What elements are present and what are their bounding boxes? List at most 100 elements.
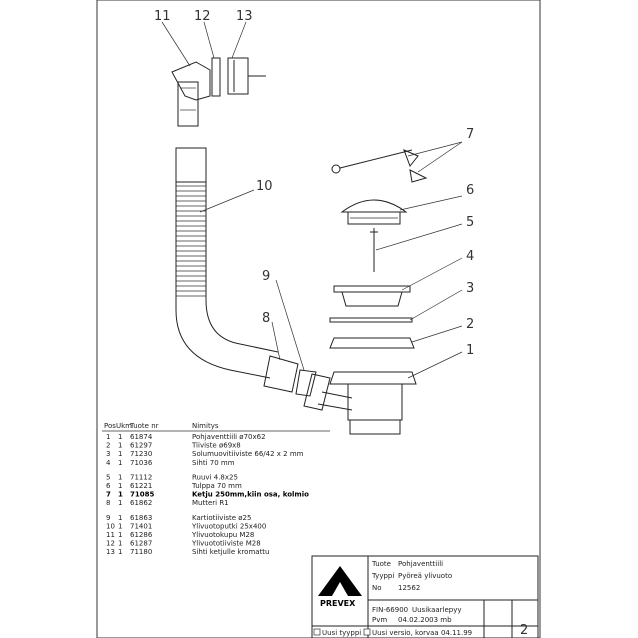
overflow-cap-assembly — [171, 57, 266, 127]
tyyppi-label: Tyyppi — [371, 572, 394, 580]
callout-6: 6 — [466, 183, 474, 198]
callout-11: 11 — [154, 9, 171, 24]
parts-cell-pos: 9 — [106, 514, 110, 522]
callout-1: 1 — [466, 343, 474, 358]
pvm-value: 04.02.2003 mb — [398, 616, 452, 624]
page-number: 2 — [520, 623, 528, 638]
parts-cell-ukm: 1 — [118, 531, 122, 539]
tuote-value: Pohjaventtiili — [398, 560, 443, 568]
leader-lines — [161, 21, 463, 379]
parts-cell-ukm: 1 — [118, 482, 122, 490]
callout-5: 5 — [466, 215, 474, 230]
parts-cell-pos: 1 — [106, 433, 110, 441]
bottom-valve — [329, 371, 417, 435]
parts-cell-name: Ylivuotoputki 25x400 — [191, 522, 266, 530]
parts-cell-nr: 61286 — [130, 531, 153, 539]
chain — [331, 149, 428, 183]
parts-cell-pos: 8 — [106, 499, 110, 507]
callout-13: 13 — [236, 9, 253, 24]
parts-cell-ukm: 1 — [118, 491, 123, 499]
parts-cell-nr: 71401 — [130, 522, 152, 530]
parts-cell-nr: 71180 — [130, 548, 152, 556]
parts-cell-nr: 61874 — [130, 433, 153, 441]
tyyppi-value: Pyöreä ylivuoto — [398, 572, 452, 580]
callout-9: 9 — [262, 269, 270, 284]
callout-8: 8 — [262, 311, 270, 326]
callout-7: 7 — [466, 127, 474, 142]
seal — [329, 337, 415, 349]
foam-gasket — [329, 317, 413, 323]
parts-cell-ukm: 1 — [118, 433, 122, 441]
parts-cell-name: Ylivuototiiviste M28 — [191, 540, 261, 548]
parts-cell-nr: 71230 — [130, 450, 152, 458]
callout-numbers: 11 12 13 10 9 8 7 6 5 4 3 2 1 — [154, 9, 474, 358]
overflow-pipe — [175, 147, 279, 379]
parts-cell-ukm: 1 — [118, 473, 122, 481]
parts-cell-ukm: 1 — [118, 442, 122, 450]
parts-cell-pos: 11 — [106, 531, 115, 539]
parts-cell-nr: 71112 — [130, 473, 152, 481]
callout-12: 12 — [194, 9, 211, 24]
callout-4: 4 — [466, 249, 474, 264]
parts-cell-pos: 5 — [106, 473, 110, 481]
no-label: No — [372, 584, 382, 592]
screw — [370, 228, 378, 272]
pvm-label: Pvm — [372, 616, 387, 624]
parts-cell-ukm: 1 — [118, 459, 122, 467]
title-block: PREVEX Tuote Pohjaventtiili Tyyppi Pyöre… — [311, 555, 539, 638]
parts-cell-pos: 12 — [106, 540, 115, 548]
parts-cell-pos: 2 — [106, 442, 110, 450]
parts-header-tuote: Tuote nr — [129, 422, 159, 430]
callout-3: 3 — [466, 281, 474, 296]
parts-cell-name: Solumuovitiiviste 66/42 x 2 mm — [192, 450, 304, 458]
parts-cell-name: Sihti 70 mm — [192, 459, 235, 467]
parts-cell-ukm: 1 — [118, 522, 122, 530]
parts-cell-ukm: 1 — [118, 514, 122, 522]
new-type-label: Uusi tyyppi — [322, 629, 361, 637]
parts-cell-ukm: 1 — [118, 450, 122, 458]
parts-cell-pos: 13 — [106, 548, 115, 556]
logo-text: PREVEX — [320, 599, 356, 608]
parts-cell-ukm: 1 — [118, 548, 122, 556]
parts-header-pos: Pos — [104, 422, 116, 430]
parts-cell-pos: 7 — [106, 491, 111, 499]
parts-cell-name: Sihti ketjulle kromattu — [192, 548, 270, 556]
new-version-checkbox[interactable] — [363, 628, 371, 636]
parts-cell-nr: 61221 — [130, 482, 152, 490]
tuote-label: Tuote — [371, 560, 391, 568]
parts-cell-nr: 71085 — [130, 491, 154, 499]
drawing-frame — [96, 0, 541, 638]
parts-header-ukm: Ukm — [116, 422, 132, 430]
no-value: 12562 — [398, 584, 420, 592]
nut-and-seal — [263, 355, 353, 411]
parts-cell-nr: 61287 — [130, 540, 152, 548]
stopper — [340, 199, 408, 225]
parts-cell-pos: 4 — [106, 459, 111, 467]
new-version-label: Uusi versio, korvaa 04.11.99 — [372, 629, 472, 637]
parts-cell-nr: 61297 — [130, 442, 152, 450]
prevex-logo: PREVEX — [318, 566, 362, 608]
parts-cell-name: Ylivuotokupu M28 — [191, 531, 254, 539]
callout-2: 2 — [466, 317, 474, 332]
parts-cell-name: Tiiviste ø69x8 — [191, 442, 241, 450]
fin-value: Uusikaarlepyy — [412, 606, 462, 614]
fin-label: FIN-66900 — [372, 606, 408, 614]
parts-cell-ukm: 1 — [118, 499, 122, 507]
parts-cell-nr: 71036 — [130, 459, 153, 467]
parts-cell-pos: 6 — [106, 482, 111, 490]
new-type-checkbox[interactable] — [313, 628, 321, 636]
strainer — [333, 285, 411, 307]
parts-header-nimitys: Nimitys — [192, 422, 219, 430]
parts-cell-nr: 61863 — [130, 514, 152, 522]
parts-cell-name: Kartiotiiviste ø25 — [192, 514, 251, 522]
parts-cell-name: Tulppa 70 mm — [191, 482, 242, 490]
parts-cell-pos: 3 — [106, 450, 110, 458]
parts-cell-name: Ketju 250mm,kiin osa, kolmio — [192, 491, 309, 499]
parts-cell-name: Pohjaventtiili ø70x62 — [192, 433, 266, 441]
parts-cell-ukm: 1 — [118, 540, 122, 548]
callout-10: 10 — [256, 179, 273, 194]
parts-cell-name: Ruuvi 4.8x25 — [192, 473, 238, 481]
parts-cell-name: Mutteri R1 — [192, 499, 229, 507]
